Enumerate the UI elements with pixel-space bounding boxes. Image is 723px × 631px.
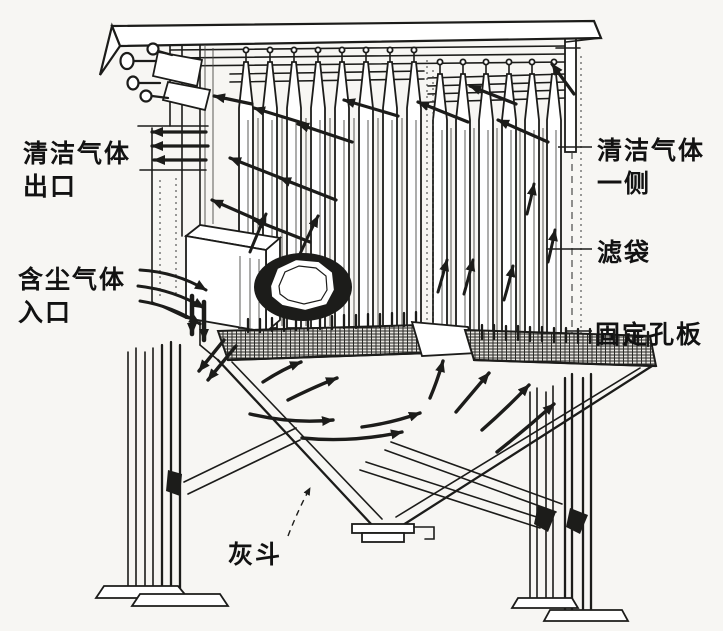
label-fixed-orifice-plate-text: 固定孔板 [595,320,704,349]
roof [98,19,603,76]
hopper [216,358,654,543]
label-clean-gas-outlet-line1: 清洁气体 [23,139,132,168]
label-clean-gas-outlet: 清洁气体 出口 [23,137,131,203]
label-clean-gas-side-line2: 一侧 [597,169,652,198]
shaker-bolts [119,42,212,112]
clean-gas-outlet-arrows [150,93,254,165]
tube-sheet-right [463,323,658,368]
leader-lines [287,146,592,537]
label-clean-gas-side-line1: 清洁气体 [597,136,706,165]
hopper-flow-arrows [197,338,556,454]
label-fixed-orifice-plate: 固定孔板 [595,318,703,351]
label-dusty-gas-inlet: 含尘气体 入口 [18,263,126,329]
inlet-flow-arrows [136,268,209,343]
label-filter-bag-text: 滤袋 [597,238,652,267]
label-ash-hopper: 灰斗 [228,538,282,571]
inspection-hole [254,253,352,321]
label-filter-bag: 滤袋 [597,236,651,269]
support-legs-right [359,372,630,622]
label-ash-hopper-text: 灰斗 [228,540,283,569]
label-clean-gas-outlet-line2: 出口 [23,172,78,201]
support-legs-left [94,340,301,607]
label-clean-gas-side: 清洁气体 一侧 [597,134,705,200]
access-walkway [410,320,478,357]
label-dusty-gas-inlet-line2: 入口 [18,298,73,327]
bag-flow-arrows [210,62,576,302]
label-dusty-gas-inlet-line1: 含尘气体 [18,265,127,294]
